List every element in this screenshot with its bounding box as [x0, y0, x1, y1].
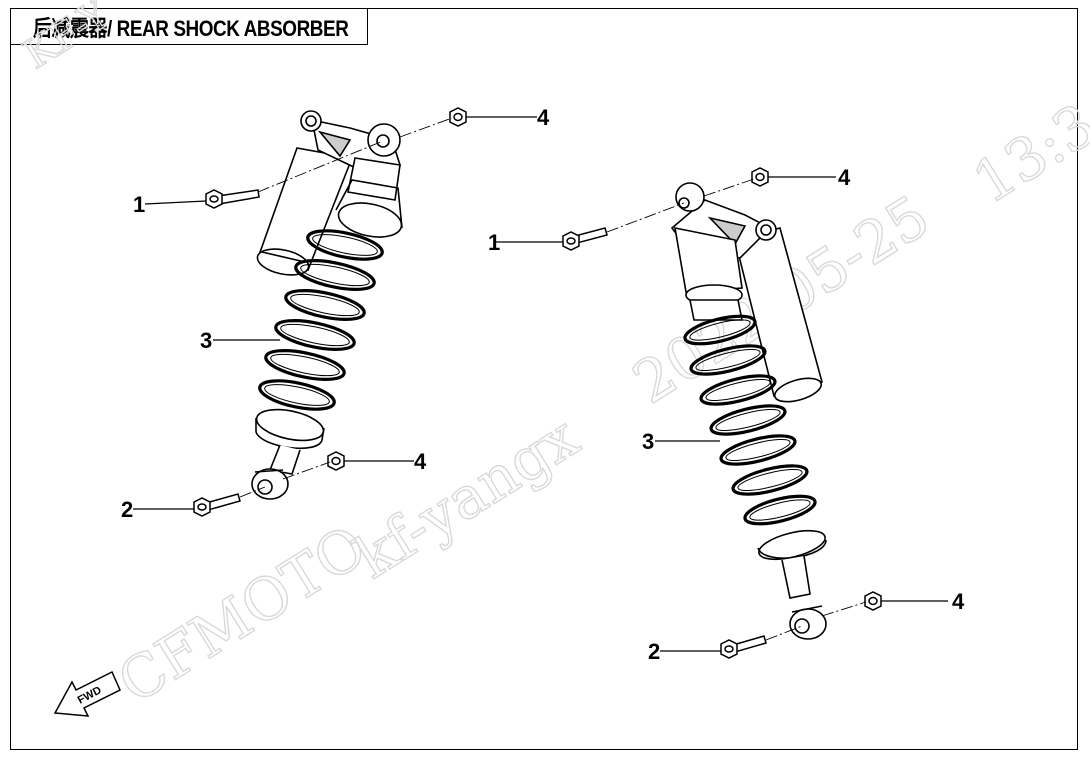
right-body — [674, 226, 743, 321]
callout-left-4-bottom: 4 — [414, 449, 427, 474]
right-bolt-bottom — [720, 635, 767, 659]
page-title: 后减震器/ REAR SHOCK ABSORBER — [33, 15, 349, 41]
callout-right-4-bottom: 4 — [952, 589, 965, 614]
callout-right-4-top: 4 — [838, 165, 851, 190]
left-bolt-bottom — [193, 493, 241, 517]
right-nut-top — [751, 167, 769, 187]
right-centerlines — [606, 178, 867, 641]
left-bolt-top — [205, 189, 260, 209]
right-reservoir — [734, 227, 823, 403]
left-leaders — [133, 116, 537, 510]
left-body — [335, 157, 403, 238]
callout-left-3: 3 — [200, 328, 212, 353]
callout-right-2: 2 — [648, 639, 660, 664]
right-lower-seat — [757, 529, 827, 599]
title-box: 后减震器/ REAR SHOCK ABSORBER — [10, 8, 368, 45]
left-nut-top — [449, 107, 467, 127]
callout-left-4-top: 4 — [537, 105, 550, 130]
right-nut-bottom — [864, 591, 882, 611]
callout-right-1: 1 — [488, 230, 500, 255]
right-lower-eyelet — [789, 605, 827, 640]
right-coil-spring — [683, 314, 817, 526]
watermark-user: kf-yangx — [343, 402, 590, 591]
watermark-corner: KF-Y — [16, 0, 118, 78]
callout-left-1: 1 — [133, 192, 145, 217]
left-lower-seat — [255, 408, 325, 475]
left-shock-absorber — [251, 110, 403, 500]
fwd-arrow-icon: FWD — [53, 670, 121, 717]
watermark: CFMOTO kf-yangx 2022-05-25 13:3 KF-Y — [15, 0, 1090, 718]
callout-right-3: 3 — [642, 429, 654, 454]
left-centerlines — [239, 117, 453, 498]
right-leaders — [496, 176, 948, 652]
watermark-time: 13:3 — [961, 90, 1090, 217]
left-lower-eyelet — [251, 468, 289, 500]
left-coil-spring — [258, 229, 384, 411]
callout-left-2: 2 — [121, 497, 133, 522]
left-nut-bottom — [327, 451, 345, 471]
right-bolt-top — [562, 227, 608, 251]
drawing-frame — [10, 8, 1078, 750]
right-shock-absorber — [670, 182, 827, 640]
watermark-brand: CFMOTO — [106, 512, 378, 717]
left-reservoir — [256, 147, 354, 276]
